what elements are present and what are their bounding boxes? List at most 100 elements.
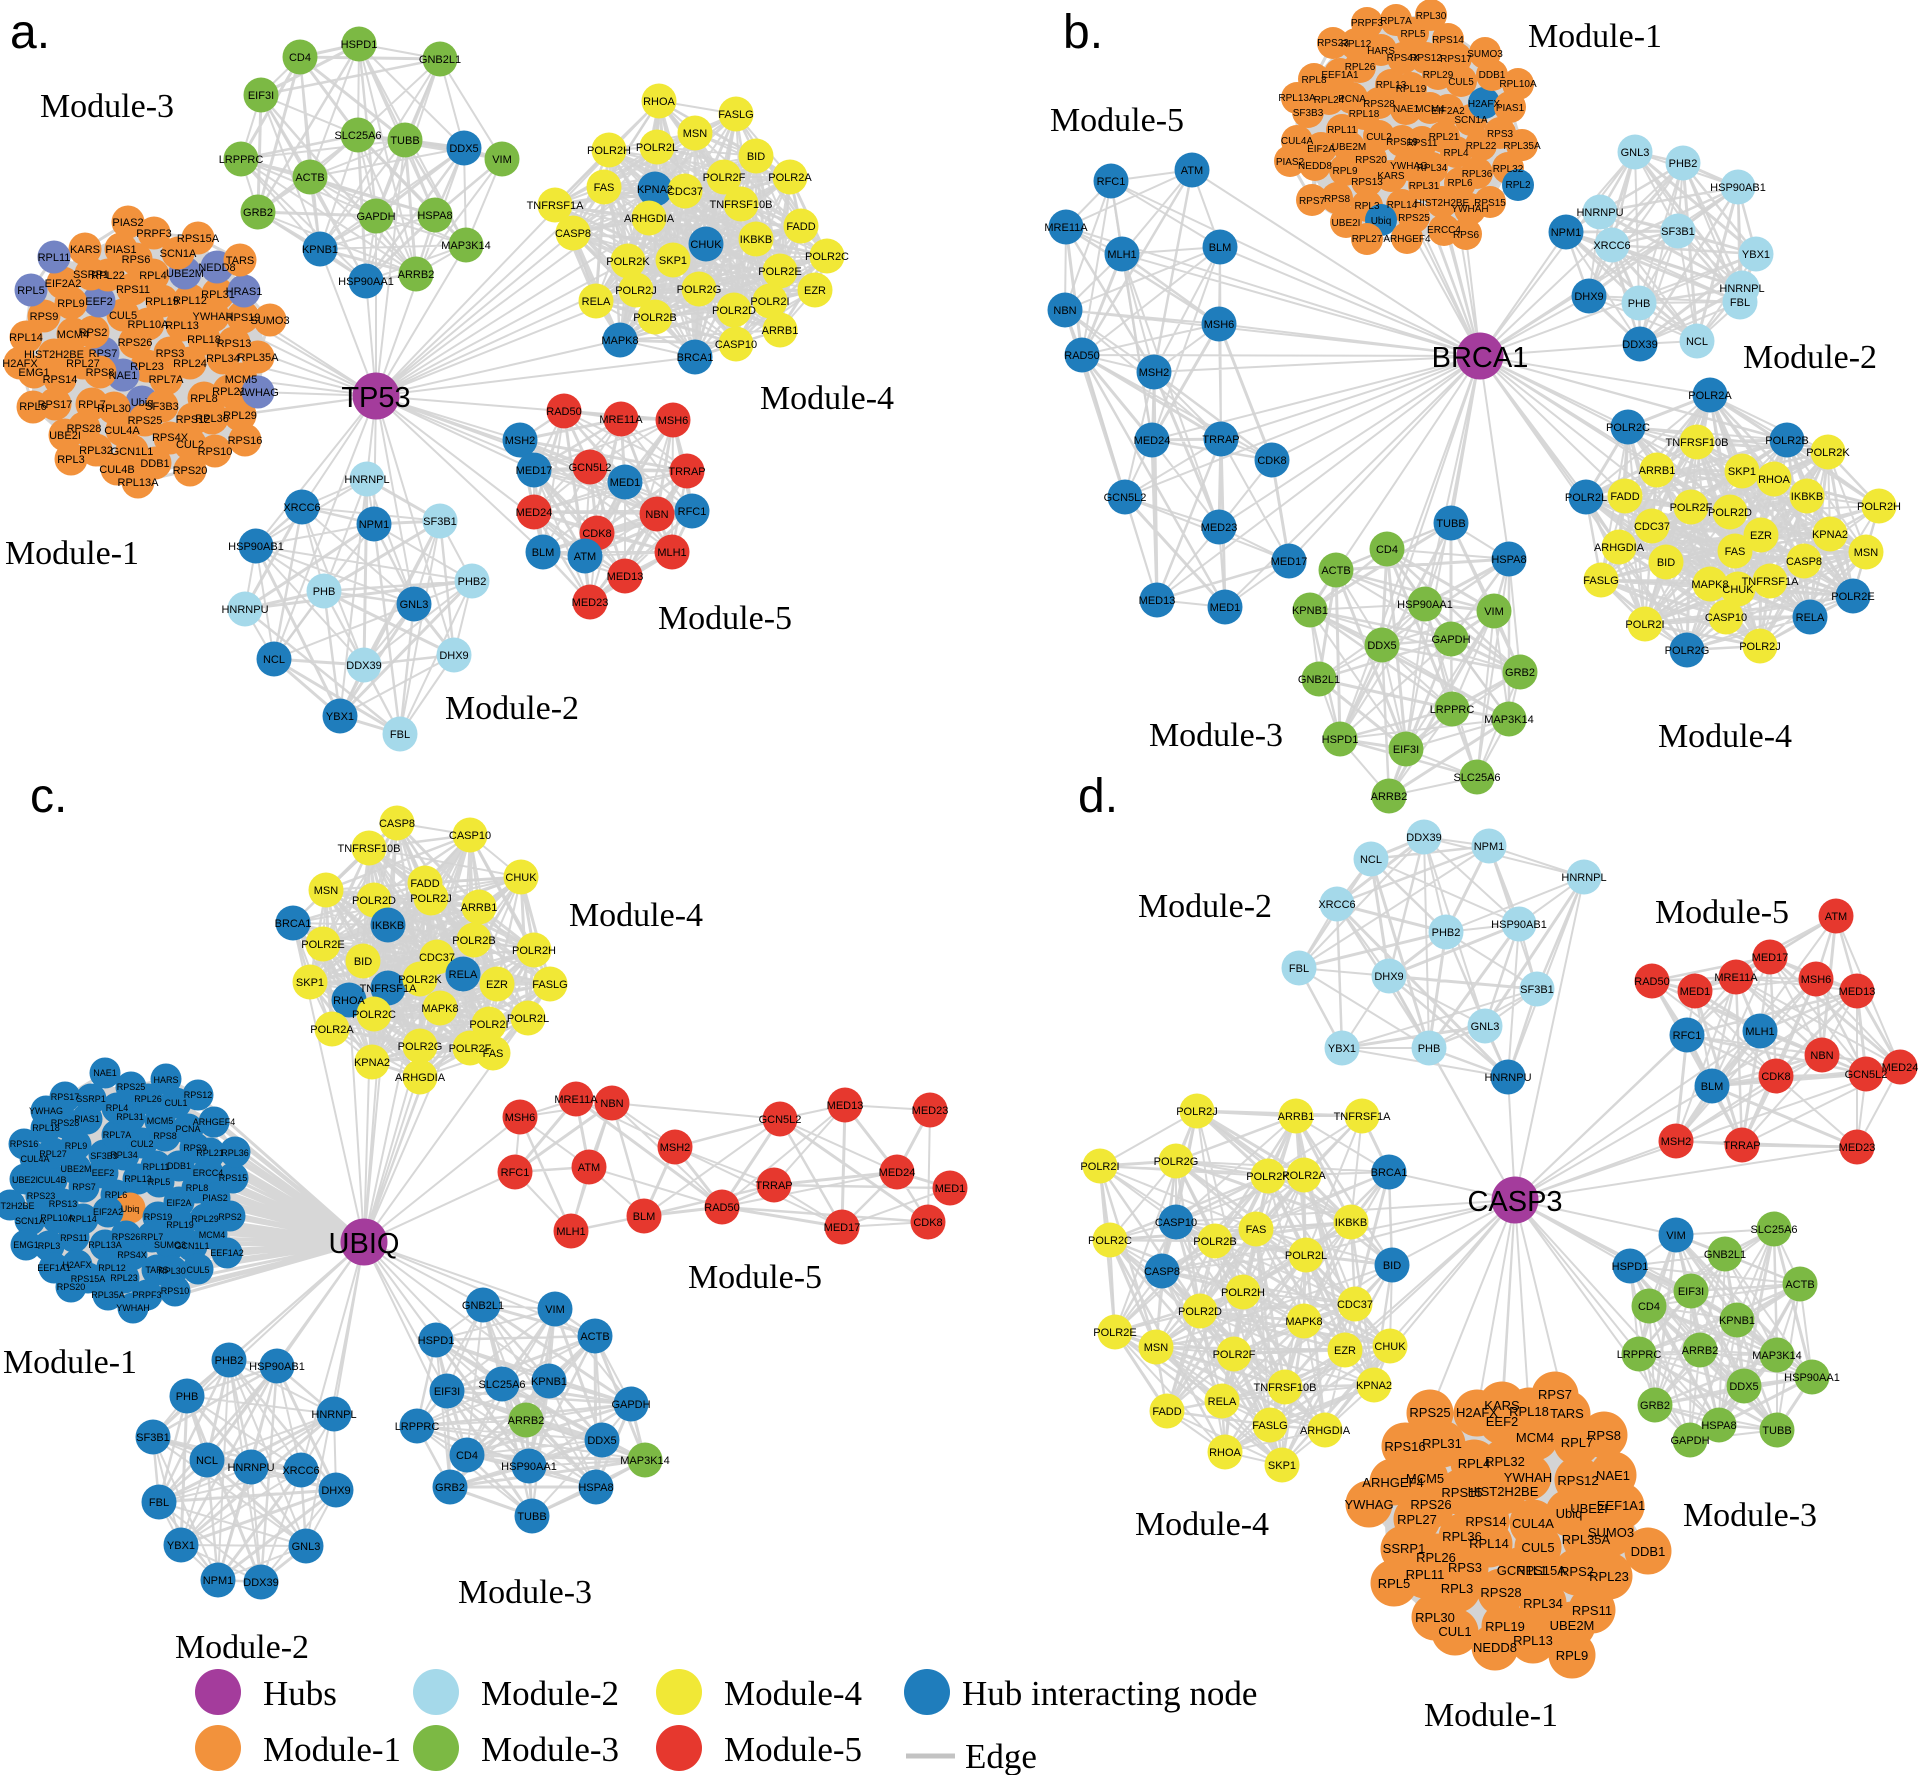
svg-text:RPS8: RPS8 — [153, 1131, 177, 1141]
svg-text:RPS9: RPS9 — [183, 1143, 207, 1153]
svg-text:RPS10: RPS10 — [198, 446, 233, 458]
svg-text:RPL4: RPL4 — [106, 1103, 129, 1113]
svg-text:TNFRSF1A: TNFRSF1A — [527, 200, 585, 212]
svg-text:RPL8: RPL8 — [190, 393, 218, 405]
svg-text:RPL22: RPL22 — [1466, 141, 1497, 152]
svg-text:GNB2L1: GNB2L1 — [419, 54, 461, 66]
svg-text:ACTB: ACTB — [1785, 1279, 1814, 1291]
svg-text:MED17: MED17 — [824, 1222, 861, 1234]
svg-text:FBL: FBL — [390, 729, 410, 741]
svg-text:RPL32: RPL32 — [1493, 164, 1524, 175]
svg-text:RPL23: RPL23 — [130, 361, 164, 373]
svg-text:PHB: PHB — [176, 1391, 199, 1403]
svg-text:POLR2B: POLR2B — [452, 935, 495, 947]
svg-text:PIAS2: PIAS2 — [202, 1193, 228, 1203]
svg-text:RPL7A: RPL7A — [103, 1130, 132, 1140]
svg-text:KPNA2: KPNA2 — [637, 184, 673, 196]
svg-text:GRB2: GRB2 — [1640, 1400, 1670, 1412]
svg-text:POLR2C: POLR2C — [352, 1009, 396, 1021]
svg-text:KARS: KARS — [1484, 1398, 1520, 1413]
svg-text:BLM: BLM — [1701, 1081, 1724, 1093]
svg-text:YBX1: YBX1 — [1742, 249, 1770, 261]
svg-text:DDB1: DDB1 — [167, 1161, 191, 1171]
svg-text:TP53: TP53 — [341, 382, 410, 414]
svg-text:IKBKB: IKBKB — [1791, 491, 1823, 503]
svg-text:RPL13A: RPL13A — [88, 1240, 122, 1250]
svg-text:MED13: MED13 — [1839, 986, 1876, 998]
svg-text:HSP90AB1: HSP90AB1 — [1710, 182, 1766, 194]
svg-text:PHB: PHB — [1418, 1043, 1441, 1055]
svg-text:POLR2I: POLR2I — [469, 1019, 508, 1031]
svg-text:Module-3: Module-3 — [1149, 717, 1283, 754]
svg-text:SF3B3: SF3B3 — [90, 1151, 118, 1161]
svg-text:MLH1: MLH1 — [556, 1226, 585, 1238]
svg-text:MED24: MED24 — [1882, 1062, 1919, 1074]
svg-text:RPS4X: RPS4X — [117, 1250, 147, 1260]
svg-text:Module-1: Module-1 — [3, 1344, 137, 1381]
svg-text:BLM: BLM — [532, 547, 555, 559]
svg-text:XRCC6: XRCC6 — [282, 1465, 319, 1477]
svg-text:CDC37: CDC37 — [419, 952, 455, 964]
svg-text:Ubiq: Ubiq — [131, 397, 154, 409]
svg-text:NBN: NBN — [1053, 305, 1076, 317]
svg-text:CUL4A: CUL4A — [1512, 1516, 1554, 1531]
svg-text:EEF2: EEF2 — [1486, 1414, 1519, 1429]
svg-text:RPL27: RPL27 — [66, 358, 100, 370]
svg-text:MSN: MSN — [314, 885, 339, 897]
svg-text:MAPK8: MAPK8 — [1691, 579, 1728, 591]
svg-text:RPL30: RPL30 — [97, 403, 131, 415]
svg-text:SKP1: SKP1 — [659, 255, 687, 267]
svg-text:SLC25A6: SLC25A6 — [478, 1379, 525, 1391]
svg-text:HSP90AB1: HSP90AB1 — [1491, 919, 1547, 931]
svg-text:ACTB: ACTB — [1321, 565, 1350, 577]
svg-text:RPS6: RPS6 — [122, 254, 151, 266]
svg-text:DDX5: DDX5 — [1729, 1381, 1758, 1393]
svg-text:DDB1: DDB1 — [1631, 1544, 1666, 1559]
svg-text:FAS: FAS — [483, 1048, 504, 1060]
svg-text:MED13: MED13 — [607, 571, 644, 583]
svg-text:CUL4A: CUL4A — [1281, 136, 1314, 147]
svg-text:SSRP1: SSRP1 — [73, 269, 109, 281]
svg-text:PIAS2: PIAS2 — [1276, 157, 1305, 168]
svg-text:HNRNPU: HNRNPU — [227, 1462, 274, 1474]
svg-text:MED13: MED13 — [827, 1100, 864, 1112]
svg-text:RPL13A: RPL13A — [118, 477, 160, 489]
svg-text:CD4: CD4 — [1638, 1301, 1660, 1313]
svg-text:MCM5: MCM5 — [225, 374, 257, 386]
svg-text:VIM: VIM — [1484, 606, 1504, 618]
svg-text:BLM: BLM — [633, 1211, 656, 1223]
svg-text:NBN: NBN — [1810, 1050, 1833, 1062]
svg-text:POLR2D: POLR2D — [1178, 1306, 1222, 1318]
svg-text:RPL11: RPL11 — [38, 252, 71, 264]
svg-text:SLC25A6: SLC25A6 — [1453, 772, 1500, 784]
svg-text:RHOA: RHOA — [333, 995, 365, 1007]
svg-text:RPL5: RPL5 — [17, 285, 45, 297]
svg-text:MAPK8: MAPK8 — [421, 1003, 458, 1015]
svg-text:RPL36: RPL36 — [1442, 1529, 1482, 1544]
svg-text:Module-5: Module-5 — [688, 1259, 822, 1296]
svg-text:RPL13: RPL13 — [1376, 80, 1407, 91]
svg-text:HNRNPU: HNRNPU — [1576, 207, 1623, 219]
svg-text:UBE2M: UBE2M — [1550, 1618, 1595, 1633]
svg-text:HSPD1: HSPD1 — [418, 1335, 455, 1347]
svg-text:MED24: MED24 — [516, 507, 553, 519]
svg-text:HNRNPU: HNRNPU — [1484, 1072, 1531, 1084]
svg-text:Module-4: Module-4 — [1658, 718, 1792, 755]
svg-text:RPS25: RPS25 — [1409, 1405, 1450, 1420]
svg-text:ARRB1: ARRB1 — [1278, 1111, 1315, 1123]
svg-text:KPNB1: KPNB1 — [302, 244, 338, 256]
svg-text:MRE11A: MRE11A — [1714, 972, 1758, 984]
svg-text:RELA: RELA — [1208, 1396, 1237, 1408]
svg-text:RPS7: RPS7 — [72, 1182, 96, 1192]
svg-text:RPL36: RPL36 — [1462, 169, 1493, 180]
svg-text:TARS: TARS — [145, 1265, 168, 1275]
svg-text:CUL4B: CUL4B — [99, 464, 134, 476]
svg-text:RPL7: RPL7 — [1561, 1435, 1594, 1450]
svg-text:KPNA2: KPNA2 — [1356, 1380, 1392, 1392]
svg-text:POLR2L: POLR2L — [636, 142, 678, 154]
svg-text:RPS11: RPS11 — [1407, 138, 1438, 149]
svg-text:Hub interacting node: Hub interacting node — [962, 1674, 1257, 1713]
svg-text:FASLG: FASLG — [1252, 1420, 1287, 1432]
svg-text:ARHGDIA: ARHGDIA — [395, 1072, 446, 1084]
svg-text:GCN5L2: GCN5L2 — [759, 1114, 802, 1126]
